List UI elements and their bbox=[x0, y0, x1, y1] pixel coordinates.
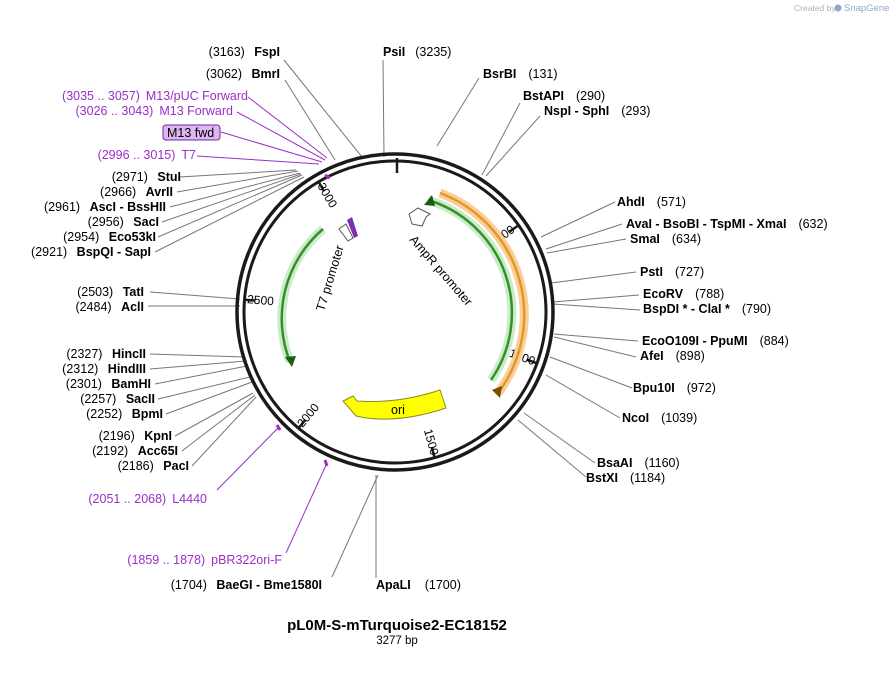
site-baegi-bme1580i: (1704) BaeGI - Bme1580I bbox=[171, 578, 322, 592]
site-bsaai: BsaAI(1160) bbox=[597, 456, 680, 470]
ruler-label-2500: 2500 bbox=[247, 292, 275, 308]
feature-m13-fwd-box bbox=[162, 124, 221, 141]
feature-t7-promoter-arrow bbox=[338, 223, 354, 242]
site-bpu10i: Bpu10I(972) bbox=[633, 381, 716, 395]
site-bspqi-sapi: (2921) BspQI - SapI bbox=[31, 245, 151, 259]
site-acli: (2484) AclI bbox=[75, 300, 144, 314]
feature-ori-label: ori bbox=[391, 403, 405, 417]
primer-l4440-mark bbox=[275, 424, 282, 431]
site-eco53ki: (2954) Eco53kI bbox=[63, 230, 156, 244]
feature-left-cds-arc bbox=[280, 228, 324, 363]
created-by-text: Created by bbox=[794, 3, 836, 13]
site-bpmi: (2252) BpmI bbox=[86, 407, 163, 421]
feature-ampr-arrowhead bbox=[492, 386, 502, 398]
site-bstxi: BstXI(1184) bbox=[586, 471, 665, 485]
site-smai: SmaI(634) bbox=[630, 232, 701, 246]
feature-t7-promoter-label: T7 promoter bbox=[313, 244, 346, 313]
snapgene-brand-text: SnapGene bbox=[844, 3, 889, 14]
site-stui: (2971) StuI bbox=[112, 170, 181, 184]
site-paci: (2186) PacI bbox=[118, 459, 189, 473]
feature-cds-halo bbox=[426, 195, 517, 383]
primer-pbr322ori-f: (1859 .. 1878)pBR322ori-F bbox=[127, 553, 282, 567]
ruler-tick-2500 bbox=[244, 298, 256, 302]
feature-ampr-promoter-arrow bbox=[408, 207, 431, 227]
primer-l4440: (2051 .. 2068)L4440 bbox=[88, 492, 207, 506]
ruler-tick-500 bbox=[508, 224, 520, 233]
feature-m13-fwd-shape bbox=[347, 217, 358, 238]
site-leader-lines bbox=[148, 59, 641, 578]
primer-leader-lines bbox=[196, 96, 328, 554]
feature-ori-arrow bbox=[342, 389, 447, 420]
ruler-label-3000: 3000 bbox=[315, 180, 341, 210]
site-acc65i: (2192) Acc65I bbox=[92, 444, 178, 458]
plasmid-size: 3277 bp bbox=[376, 635, 418, 647]
site-bmri: (3062) BmrI bbox=[206, 67, 280, 81]
site-kpni: (2196) KpnI bbox=[99, 429, 172, 443]
site-labels-right: PsiI(3235) BsrBI(131) BstAPI(290) NspI -… bbox=[376, 45, 828, 592]
primer-m13-puc-forward: (3035 .. 3057)M13/pUC Forward bbox=[62, 89, 248, 103]
feature-m13-fwd-label: M13 fwd bbox=[167, 126, 214, 140]
feature-left-cds-arrowhead bbox=[285, 356, 296, 367]
backbone-outer-ring bbox=[235, 152, 555, 472]
site-bspdi-clai: BspDI * - ClaI *(790) bbox=[643, 302, 771, 316]
primer-t7: (2996 .. 3015)T7 bbox=[98, 148, 196, 162]
ruler-label-1500: 1500 bbox=[421, 427, 442, 457]
site-labels-left: (3163) FspI (3062) BmrI (2971) StuI (296… bbox=[31, 45, 322, 592]
site-hindiii: (2312) HindIII bbox=[62, 362, 146, 376]
feature-ampr-promoter-label: AmpR promoter bbox=[407, 233, 475, 309]
site-tati: (2503) TatI bbox=[77, 285, 144, 299]
site-avai-bsobi-tspmi-xmai: AvaI - BsoBI - TspMI - XmaI(632) bbox=[626, 217, 828, 231]
site-afei: AfeI(898) bbox=[640, 349, 705, 363]
ruler-tick-1000 bbox=[526, 358, 538, 365]
site-nspi-sphi: NspI - SphI(293) bbox=[544, 104, 650, 118]
site-bstapi: BstAPI(290) bbox=[523, 89, 605, 103]
ruler-tick-3000 bbox=[317, 181, 326, 192]
ruler-tick-2000 bbox=[297, 418, 307, 429]
site-fspi: (3163) FspI bbox=[209, 45, 280, 59]
backbone-inner-ring bbox=[242, 159, 548, 465]
plasmid-name: pL0M-S-mTurquoise2-EC18152 bbox=[287, 617, 507, 634]
site-asci-bsshii: (2961) AscI - BssHII bbox=[44, 200, 166, 214]
feature-cds-arc bbox=[427, 198, 514, 381]
ruler-tick-1500 bbox=[430, 446, 436, 459]
site-ncoi: NcoI(1039) bbox=[622, 411, 697, 425]
site-hincii: (2327) HincII bbox=[66, 347, 146, 361]
feature-cds-arrowhead bbox=[424, 195, 435, 206]
ruler-label-2000: 2000 bbox=[294, 400, 322, 430]
snapgene-logo-icon bbox=[834, 4, 842, 12]
primer-m13-forward: (3026 .. 3043)M13 Forward bbox=[76, 104, 234, 118]
site-sacii: (2257) SacII bbox=[80, 392, 155, 406]
site-bsrbi: BsrBI(131) bbox=[483, 67, 558, 81]
primer-m13-mark bbox=[324, 173, 331, 180]
site-ahdi: AhdI(571) bbox=[617, 195, 686, 209]
primer-pbr322ori-mark bbox=[323, 459, 329, 467]
site-ecorv: EcoRV(788) bbox=[643, 287, 724, 301]
site-saci: (2956) SacI bbox=[88, 215, 159, 229]
site-eco0109i-ppumi: EcoO109I - PpuMI(884) bbox=[642, 334, 789, 348]
site-bamhi: (2301) BamHI bbox=[66, 377, 151, 391]
primer-labels: (3035 .. 3057)M13/pUC Forward (3026 .. 3… bbox=[62, 89, 282, 567]
feature-ampr-arc bbox=[439, 191, 526, 394]
site-psti: PstI(727) bbox=[640, 265, 704, 279]
site-psii: PsiI(3235) bbox=[383, 45, 451, 59]
site-apali: ApaLI(1700) bbox=[376, 578, 461, 592]
site-avrii: (2966) AvrII bbox=[100, 185, 173, 199]
